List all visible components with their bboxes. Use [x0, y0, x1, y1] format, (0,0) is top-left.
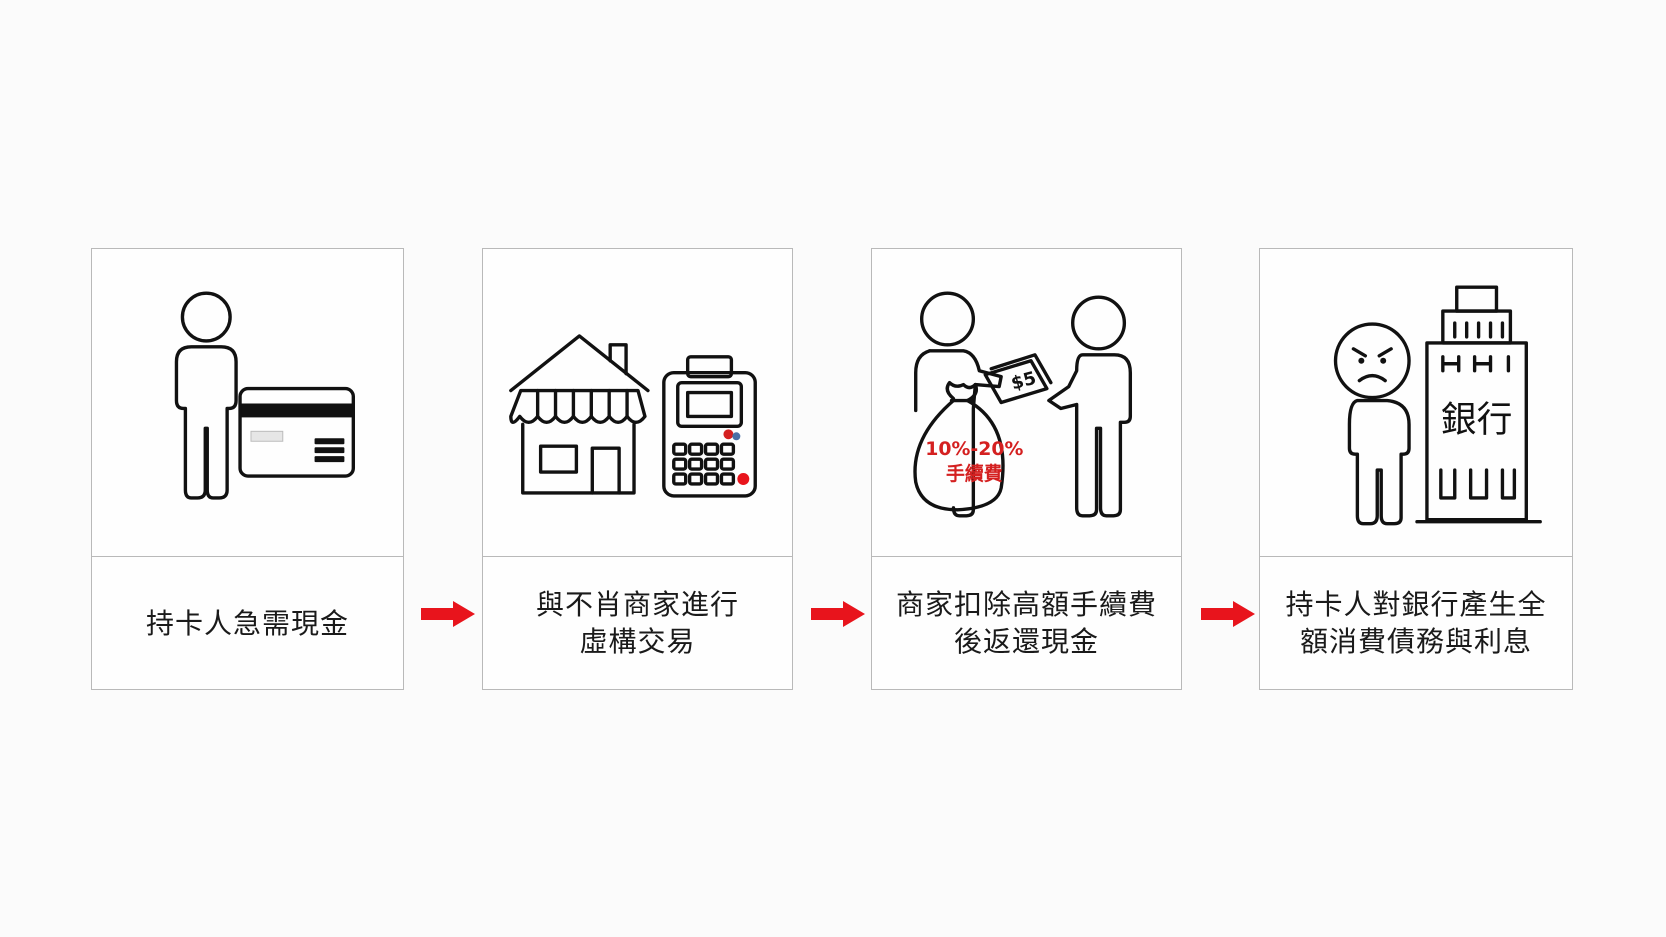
right-arrow-icon [1199, 599, 1257, 629]
step-3-card: $5 10%-20% 手續費 商家扣除高額手續費 後返還現金 [871, 248, 1182, 690]
step-2-caption: 與不肖商家進行 虛構交易 [483, 557, 792, 689]
step-1-card: 持卡人急需現金 [91, 248, 404, 690]
step-2-card: 與不肖商家進行 虛構交易 [482, 248, 793, 690]
step-1-caption: 持卡人急需現金 [92, 557, 403, 689]
caption-line: 與不肖商家進行 [535, 588, 739, 621]
step-4-caption: 持卡人對銀行產生全 額消費債務與利息 [1260, 557, 1572, 689]
caption-line: 持卡人急需現金 [145, 606, 349, 640]
cash-exchange-with-fee-bag-icon: $5 10%-20% 手續費 [913, 291, 1133, 518]
caption-line: 後返還現金 [953, 625, 1099, 658]
bank-label: 銀行 [1441, 399, 1513, 440]
step-4-illustration: 銀行 [1260, 249, 1572, 557]
person-with-credit-card-icon [174, 291, 356, 500]
step-2-illustration [483, 249, 792, 557]
svg-text:$5: $5 [1009, 368, 1038, 395]
right-arrow-icon [419, 599, 477, 629]
upset-person-and-bank-icon: 銀行 [1333, 285, 1542, 526]
right-arrow-icon [809, 599, 867, 629]
caption-line: 商家扣除高額手續費 [895, 588, 1157, 621]
step-3-illustration: $5 10%-20% 手續費 [872, 249, 1181, 557]
caption-line: 持卡人對銀行產生全 [1285, 588, 1547, 621]
step-4-card: 銀行 持卡人對銀行產生全 額消費債務與利息 [1259, 248, 1573, 690]
caption-line: 額消費債務與利息 [1299, 625, 1532, 658]
step-3-caption: 商家扣除高額手續費 後返還現金 [872, 557, 1181, 689]
step-1-illustration [92, 249, 403, 557]
fee-percent-label: 10%-20% [925, 438, 1023, 460]
shop-and-card-terminal-icon [509, 334, 757, 498]
caption-line: 虛構交易 [579, 625, 696, 658]
fee-label: 手續費 [946, 462, 1003, 485]
